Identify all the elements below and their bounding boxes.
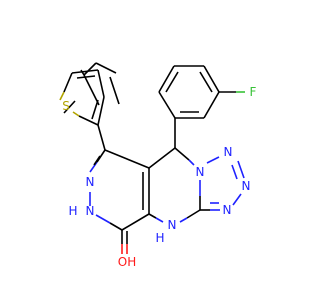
ring-bond [97, 124, 106, 151]
thiophene-double [91, 99, 99, 120]
ring-bond [148, 147, 176, 169]
fluorine-label: F [250, 85, 257, 99]
thiophene-bond [63, 72, 73, 93]
ring-bond [104, 149, 150, 169]
thiophene-bond [83, 62, 97, 76]
fluorophenyl-ring [158, 65, 245, 148]
nh-nitrogen-label: N [86, 204, 95, 218]
thiophene-bond [97, 96, 105, 126]
sulfur-label: S [62, 99, 70, 113]
ring-double [93, 155, 101, 166]
ring-nh-nitrogen-label: N [168, 218, 177, 232]
tetrazole-n1-label: N [196, 165, 205, 179]
ring-bond [232, 193, 242, 206]
thiophene-bond [95, 62, 117, 74]
thiophene-bond [109, 76, 120, 105]
ring-bond [121, 213, 150, 231]
thiophene-bond [59, 91, 65, 101]
pyridazine-nitrogen-label: N [86, 175, 95, 189]
ring-bond [158, 91, 176, 119]
hydroxyl-group [121, 230, 128, 254]
ring-double [231, 164, 238, 180]
thiophene-bond [72, 111, 80, 117]
ring-bond [148, 213, 157, 219]
ring-double [165, 71, 179, 93]
atom-labels: F S N H N OH N H N N N N [62, 85, 256, 269]
thiophene-bond [97, 69, 105, 98]
thiophene-bond [83, 74, 100, 106]
ring-bond [174, 147, 190, 161]
ring-bond [95, 214, 111, 224]
thiophene-double [76, 75, 96, 79]
ring-bond [179, 217, 188, 223]
pyridazine-ring [89, 124, 150, 231]
molecule-canvas: F S N H N OH N H N N N N [59, 62, 257, 269]
ring-bond [158, 65, 175, 93]
ring-nh-h-label: H [155, 231, 164, 245]
ring-bond [188, 159, 195, 166]
molecule-structure: F S N H N OH N H N N N N [59, 62, 257, 269]
hydroxyl-label: OH [118, 255, 136, 269]
tetrazole-n2-label: N [224, 145, 233, 159]
ring-bond [155, 217, 164, 223]
dihydropyrimidine-ring [148, 147, 201, 223]
tetrazole-n4-label: N [223, 203, 232, 217]
thiophene-bond [78, 115, 99, 126]
tetrazole-ring [200, 156, 245, 211]
ring-bond [186, 209, 201, 219]
tetrazole-n3-label: N [242, 179, 251, 193]
ring-bond [109, 222, 123, 231]
ring-bond [237, 160, 245, 179]
thiophene-outline [59, 69, 105, 126]
ring-bond [96, 149, 106, 163]
thiophene-bond [71, 69, 99, 74]
thiophene-bond [63, 100, 76, 114]
ring-bond [203, 91, 220, 119]
ring-bond [203, 65, 220, 93]
ring-double [199, 71, 213, 93]
nh-h-label: H [68, 204, 77, 218]
thiophene-ring [63, 62, 120, 114]
ring-bond [206, 156, 220, 164]
